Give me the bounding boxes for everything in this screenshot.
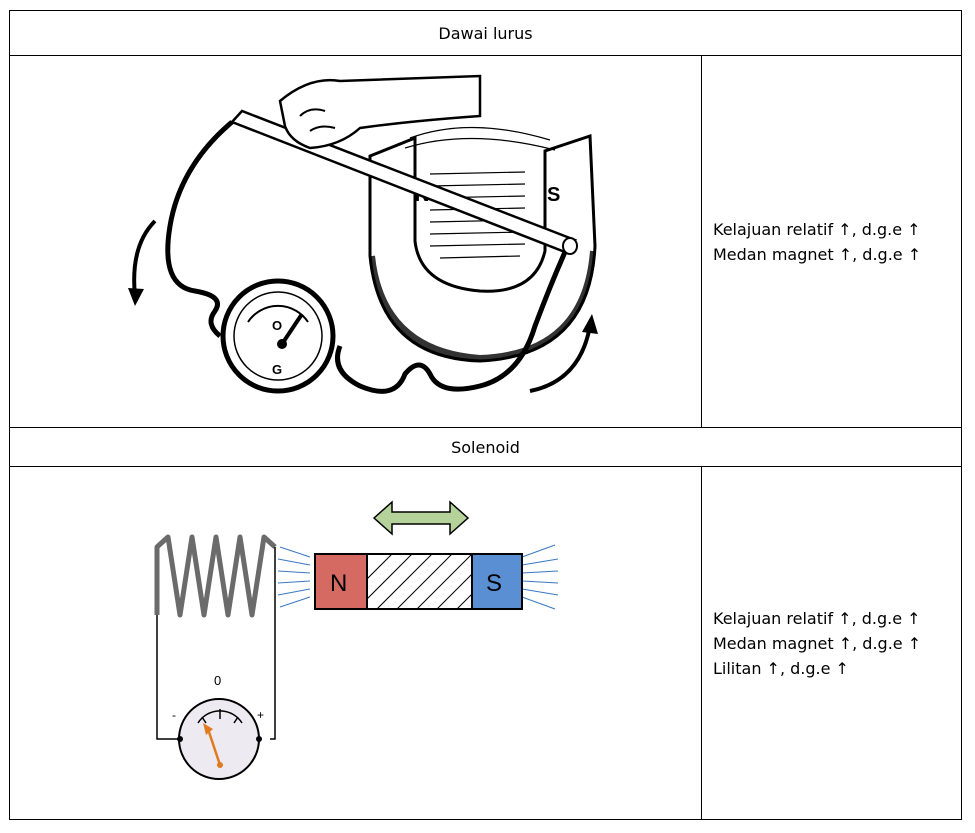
solenoid-diagram: 0 - + — [154, 500, 559, 780]
left-wire — [165, 120, 234, 338]
galvanometer-needle — [280, 312, 304, 346]
needle-pivot — [217, 762, 223, 768]
circuit-wire — [156, 547, 276, 740]
section-header-solenoid: Solenoid — [10, 428, 961, 467]
needle-pivot — [277, 339, 287, 349]
straight-wire-diagram: N S O G — [128, 74, 598, 394]
galvanometer-plus-label: + — [257, 708, 264, 722]
straight-wire-figure-cell: N S O G — [10, 56, 702, 427]
right-motion-arrowhead — [582, 314, 598, 334]
factor-line: Lilitan ↑, d.g.e ↑ — [713, 658, 849, 678]
south-pole-label: S — [547, 184, 560, 206]
straight-wire-factors: Kelajuan relatif ↑, d.g.e ↑ Medan magnet… — [702, 56, 961, 427]
terminal-right — [256, 736, 262, 742]
galvanometer-g-label: G — [272, 362, 282, 377]
induction-table: Dawai lurus — [9, 10, 962, 820]
magnet-hatching — [366, 553, 473, 610]
galvanometer-zero-label: O — [272, 318, 282, 333]
section-header-label: Solenoid — [451, 437, 520, 457]
factor-line: Medan magnet ↑, d.g.e ↑ — [713, 244, 922, 264]
south-pole-label: S — [486, 570, 502, 597]
galvanometer-zero-label: 0 — [214, 673, 221, 688]
terminal-left — [177, 736, 183, 742]
factor-line: Kelajuan relatif ↑, d.g.e ↑ — [713, 219, 921, 239]
section-header-straight-wire: Dawai lurus — [10, 11, 961, 56]
motion-double-arrow — [372, 500, 470, 536]
galvanometer-needle — [206, 728, 222, 766]
hand-fingers — [299, 108, 336, 132]
section-header-label: Dawai lurus — [438, 23, 533, 43]
galvanometer-minus-label: - — [172, 708, 176, 722]
magnet-shading — [369, 250, 596, 362]
factor-line: Kelajuan relatif ↑, d.g.e ↑ — [713, 608, 921, 628]
solenoid-figure-cell: 0 - + — [10, 467, 702, 819]
magnet-body — [366, 553, 473, 610]
magnet-north-pole — [314, 553, 368, 610]
left-motion-arrow — [132, 219, 157, 297]
magnet-south-pole — [471, 553, 523, 610]
solenoid-factors: Kelajuan relatif ↑, d.g.e ↑ Medan magnet… — [702, 467, 961, 819]
solenoid-row: 0 - + — [10, 467, 961, 819]
magnet-field-lines — [277, 544, 559, 610]
magnet-inner-edge — [414, 151, 546, 293]
north-pole-label: N — [330, 570, 347, 597]
solenoid-coil — [154, 534, 277, 618]
straight-wire-row: N S O G — [10, 56, 961, 428]
hand — [278, 74, 482, 150]
rod-end — [562, 237, 578, 255]
needle-tip — [203, 723, 213, 735]
magnet-field-lines — [404, 126, 556, 259]
right-wire — [335, 250, 568, 394]
right-motion-arrow — [529, 325, 592, 393]
left-motion-arrowhead — [128, 288, 144, 306]
factor-line: Medan magnet ↑, d.g.e ↑ — [713, 633, 922, 653]
